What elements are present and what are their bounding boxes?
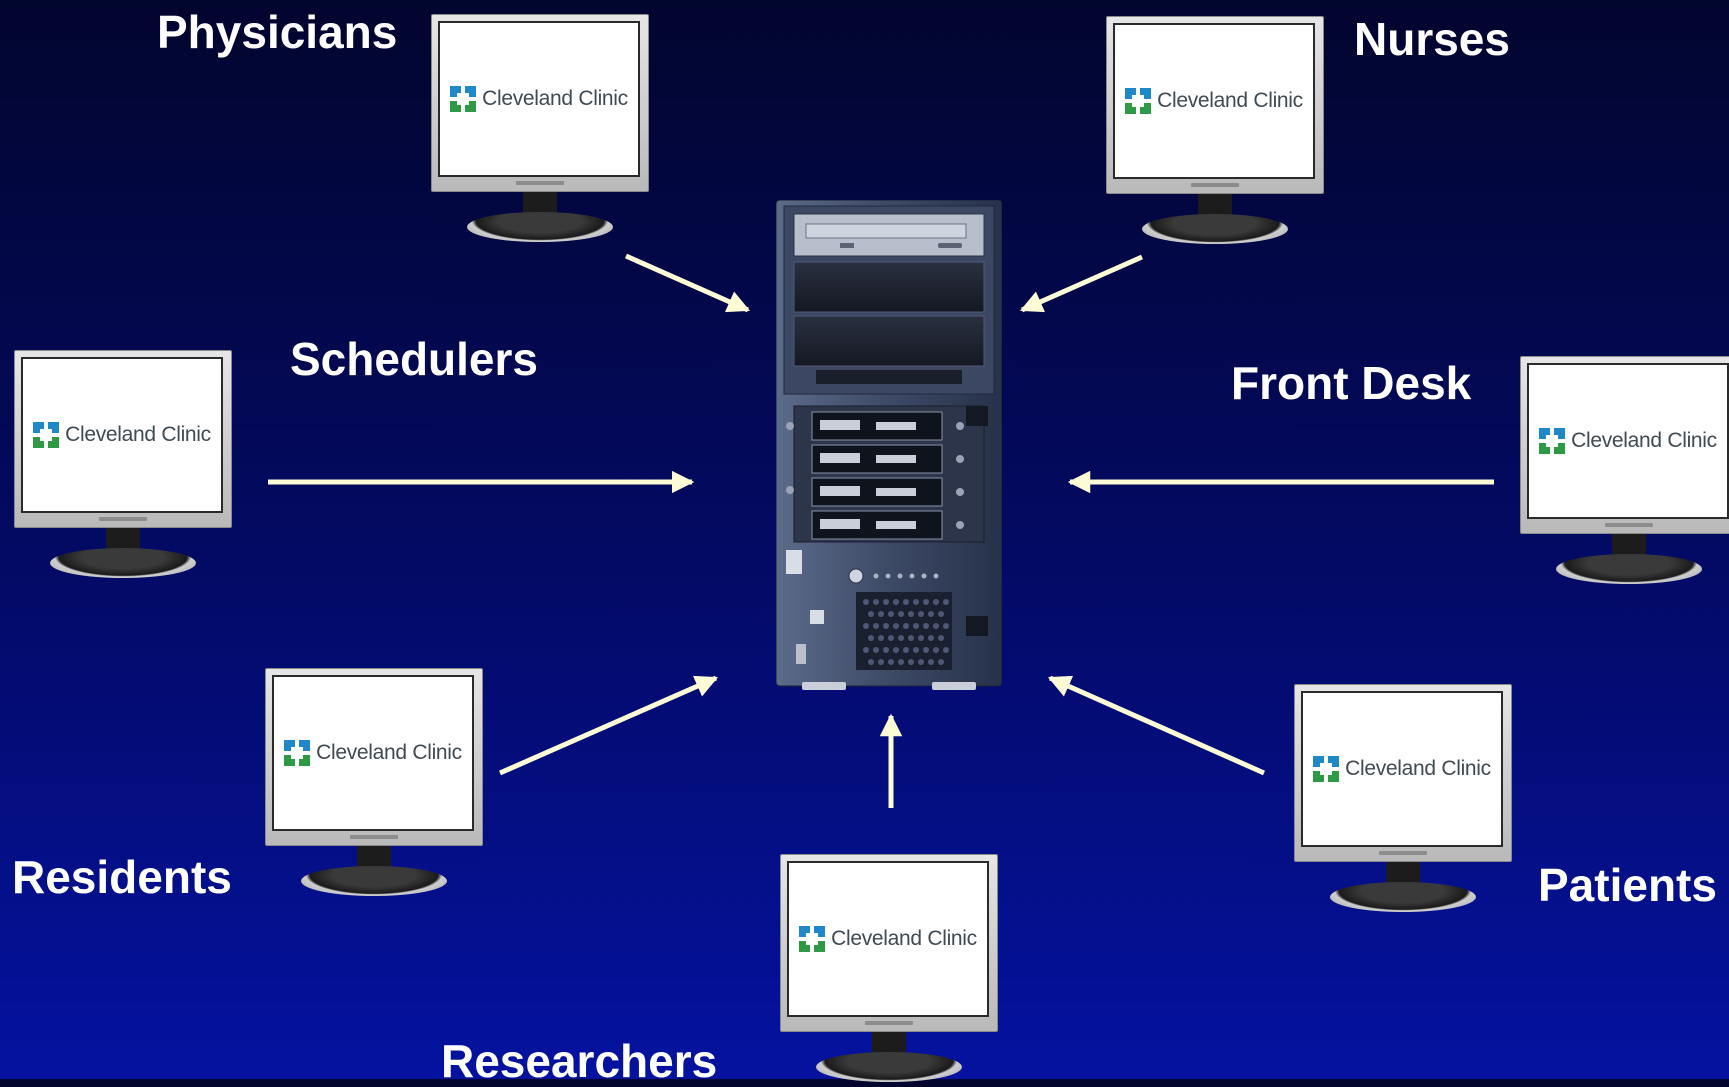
cleveland-clinic-logo: Cleveland Clinic	[450, 86, 628, 112]
monitor-screen: Cleveland Clinic	[1527, 363, 1729, 519]
monitor-screen: Cleveland Clinic	[787, 861, 989, 1017]
monitor-stand	[1556, 554, 1702, 584]
cleveland-clinic-logo-text: Cleveland Clinic	[831, 927, 977, 950]
monitor-nurses: Cleveland Clinic	[1106, 16, 1324, 248]
cleveland-clinic-logo-icon	[284, 740, 311, 766]
arrow-patients	[1047, 675, 1266, 776]
monitor-screen: Cleveland Clinic	[1301, 691, 1503, 847]
cleveland-clinic-logo: Cleveland Clinic	[284, 740, 462, 766]
label-nurses: Nurses	[1354, 13, 1510, 65]
monitor-stand	[816, 1052, 962, 1082]
label-residents: Residents	[12, 851, 232, 903]
monitor-schedulers: Cleveland Clinic	[14, 350, 232, 582]
cleveland-clinic-logo-icon	[1125, 88, 1152, 114]
arrow-nurses	[1019, 254, 1144, 313]
arrow-residents	[498, 675, 719, 776]
monitor-physicians: Cleveland Clinic	[431, 14, 649, 246]
monitor-stand	[301, 866, 447, 896]
label-schedulers: Schedulers	[290, 333, 538, 385]
monitor-stand	[1330, 882, 1476, 912]
cleveland-clinic-logo-text: Cleveland Clinic	[482, 87, 628, 110]
cleveland-clinic-logo-icon	[450, 86, 477, 112]
label-physicians: Physicians	[157, 6, 398, 58]
server-tower-icon	[776, 200, 1002, 690]
cleveland-clinic-logo-icon	[1539, 428, 1566, 454]
label-front-desk: Front Desk	[1231, 357, 1472, 409]
cleveland-clinic-logo-text: Cleveland Clinic	[65, 423, 211, 446]
cleveland-clinic-logo-text: Cleveland Clinic	[1345, 757, 1491, 780]
monitor-researchers: Cleveland Clinic	[780, 854, 998, 1086]
cleveland-clinic-logo-icon	[33, 422, 60, 448]
monitor-screen: Cleveland Clinic	[272, 675, 474, 831]
monitor-screen: Cleveland Clinic	[1113, 23, 1315, 179]
arrow-physicians	[624, 253, 751, 313]
monitor-screen: Cleveland Clinic	[438, 21, 640, 177]
monitor-stand	[1142, 214, 1288, 244]
monitor-patients: Cleveland Clinic	[1294, 684, 1512, 916]
cleveland-clinic-logo-icon	[799, 926, 826, 952]
monitor-screen: Cleveland Clinic	[21, 357, 223, 513]
monitor-stand	[467, 212, 613, 242]
cleveland-clinic-logo: Cleveland Clinic	[1125, 88, 1303, 114]
cleveland-clinic-logo: Cleveland Clinic	[33, 422, 211, 448]
label-researchers: Researchers	[441, 1035, 718, 1087]
monitor-residents: Cleveland Clinic	[265, 668, 483, 900]
cleveland-clinic-logo-text: Cleveland Clinic	[1571, 429, 1717, 452]
monitor-front-desk: Cleveland Clinic	[1520, 356, 1729, 588]
label-patients: Patients	[1538, 859, 1717, 911]
cleveland-clinic-logo: Cleveland Clinic	[1539, 428, 1717, 454]
cleveland-clinic-logo-text: Cleveland Clinic	[316, 741, 462, 764]
cleveland-clinic-logo: Cleveland Clinic	[799, 926, 977, 952]
monitor-stand	[50, 548, 196, 578]
cleveland-clinic-logo: Cleveland Clinic	[1313, 756, 1491, 782]
cleveland-clinic-logo-text: Cleveland Clinic	[1157, 89, 1303, 112]
cleveland-clinic-logo-icon	[1313, 756, 1340, 782]
